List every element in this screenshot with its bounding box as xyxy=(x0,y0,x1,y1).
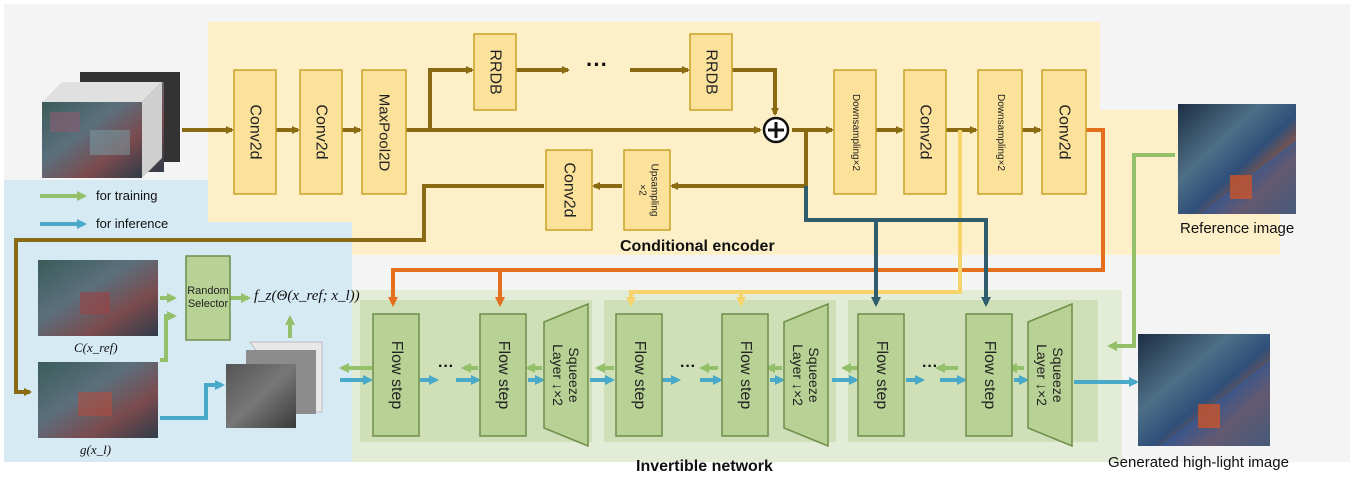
conv2d-label-3: Conv2d xyxy=(917,104,934,160)
flow-step-2 xyxy=(479,313,527,437)
orange-feature-path xyxy=(388,128,1105,307)
fz-formula: f_z(Θ(x_ref; x_l)) xyxy=(254,288,360,304)
flow-step-label-6: Flow step xyxy=(981,340,998,410)
flow-step-3 xyxy=(615,313,663,437)
flow-step-5 xyxy=(857,313,905,437)
downsampling-block-2 xyxy=(977,69,1023,195)
squeeze-layer-2 xyxy=(783,302,829,448)
downsampling-label-2: Downsampling×2 xyxy=(994,93,1006,171)
conv2d-label-5: Conv2d xyxy=(561,162,578,218)
downsampling-block-1 xyxy=(833,69,877,195)
maxpool-label: MaxPool2D xyxy=(375,93,393,171)
conv2d-block-5 xyxy=(545,149,593,231)
invertible-title: Invertible network xyxy=(636,458,773,475)
input-image-stack xyxy=(42,72,180,178)
encoder-title: Conditional encoder xyxy=(620,238,775,255)
c-ref-label: C(x_ref) xyxy=(74,340,118,355)
encoder-connections xyxy=(14,66,1042,396)
legend-training: for training xyxy=(96,188,158,203)
training-arrows xyxy=(40,153,1175,373)
flow-ellipsis-2: ··· xyxy=(680,358,696,375)
downsampling-label-1: Downsampling×2 xyxy=(849,93,861,171)
rrdb-ellipsis: ··· xyxy=(586,52,608,77)
rrdb-label-2: RRDB xyxy=(703,49,720,95)
flow-blocks xyxy=(185,255,1073,448)
conv2d-block-2 xyxy=(299,69,343,195)
conv2d-block-4 xyxy=(1041,69,1087,195)
generated-image-caption: Generated high-light image xyxy=(1108,454,1289,471)
flow-step-label-1: Flow step xyxy=(388,340,405,410)
g-xl-label: g(x_l) xyxy=(80,442,112,457)
flow-ellipsis-3: ··· xyxy=(922,358,938,375)
flow-ellipsis-1: ··· xyxy=(438,358,454,375)
conv2d-label-2: Conv2d xyxy=(313,104,330,160)
random-selector-box xyxy=(185,255,231,341)
rrdb-block-2 xyxy=(689,33,733,111)
maxpool-block xyxy=(361,69,407,195)
upsampling-label: Upsampling×2 xyxy=(636,163,659,217)
yellow-feature-path xyxy=(626,130,962,307)
legend-inference: for inference xyxy=(96,216,169,231)
conv2d-label-1: Conv2d xyxy=(247,104,264,160)
conv2d-block-3 xyxy=(903,69,947,195)
flow-step-label-2: Flow step xyxy=(495,340,512,410)
conv2d-block-1 xyxy=(233,69,277,195)
rrdb-block-1 xyxy=(473,33,517,111)
squeeze-layer-1 xyxy=(543,302,589,448)
reference-image-caption: Reference image xyxy=(1180,220,1295,237)
flow-step-label-5: Flow step xyxy=(873,340,890,410)
flow-step-1 xyxy=(372,313,420,437)
flow-step-label-4: Flow step xyxy=(737,340,754,410)
encoder-blocks xyxy=(233,33,1087,231)
flow-step-4 xyxy=(721,313,769,437)
conv2d-label-4: Conv2d xyxy=(1056,104,1073,160)
latent-stack xyxy=(226,341,323,428)
flow-step-label-3: Flow step xyxy=(631,340,648,410)
teal-feature-path xyxy=(804,186,991,307)
flow-step-6 xyxy=(965,313,1013,437)
upsampling-block xyxy=(623,149,671,231)
rrdb-label-1: RRDB xyxy=(487,49,504,95)
inference-arrows xyxy=(40,219,1139,420)
squeeze-layer-3 xyxy=(1027,302,1073,448)
